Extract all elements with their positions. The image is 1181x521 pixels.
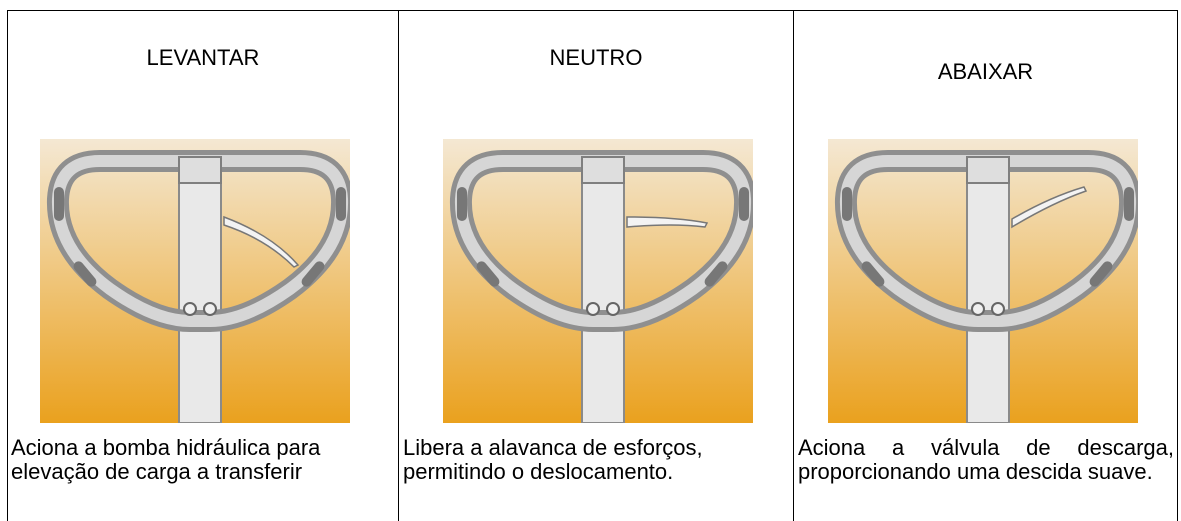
handle-image-abaixar <box>828 139 1138 423</box>
table-border-right <box>1177 10 1178 521</box>
column-title: LEVANTAR <box>146 45 260 70</box>
handle-image-neutro <box>443 139 753 423</box>
column-description: Libera a alavanca de esforços, permitind… <box>403 435 703 484</box>
table-top-border <box>7 10 1178 11</box>
table-divider-2 <box>793 10 794 521</box>
column-description: Aciona a bomba hidráulica para elevação … <box>11 435 321 484</box>
handle-image-levantar <box>40 139 350 423</box>
column-description: Aciona a válvula de descarga, proporcion… <box>798 435 1174 484</box>
column-neutro: NEUTRO <box>399 11 793 521</box>
column-title: NEUTRO <box>549 45 643 70</box>
pallet-handle-icon <box>443 139 753 423</box>
pallet-handle-icon <box>828 139 1138 423</box>
table-divider-1 <box>398 10 399 521</box>
table-border-left <box>7 10 8 521</box>
column-title: ABAIXAR <box>937 59 1034 84</box>
column-levantar: LEVANTAR <box>8 11 398 521</box>
column-abaixar: ABAIXAR <box>794 11 1177 521</box>
pallet-handle-icon <box>40 139 350 423</box>
